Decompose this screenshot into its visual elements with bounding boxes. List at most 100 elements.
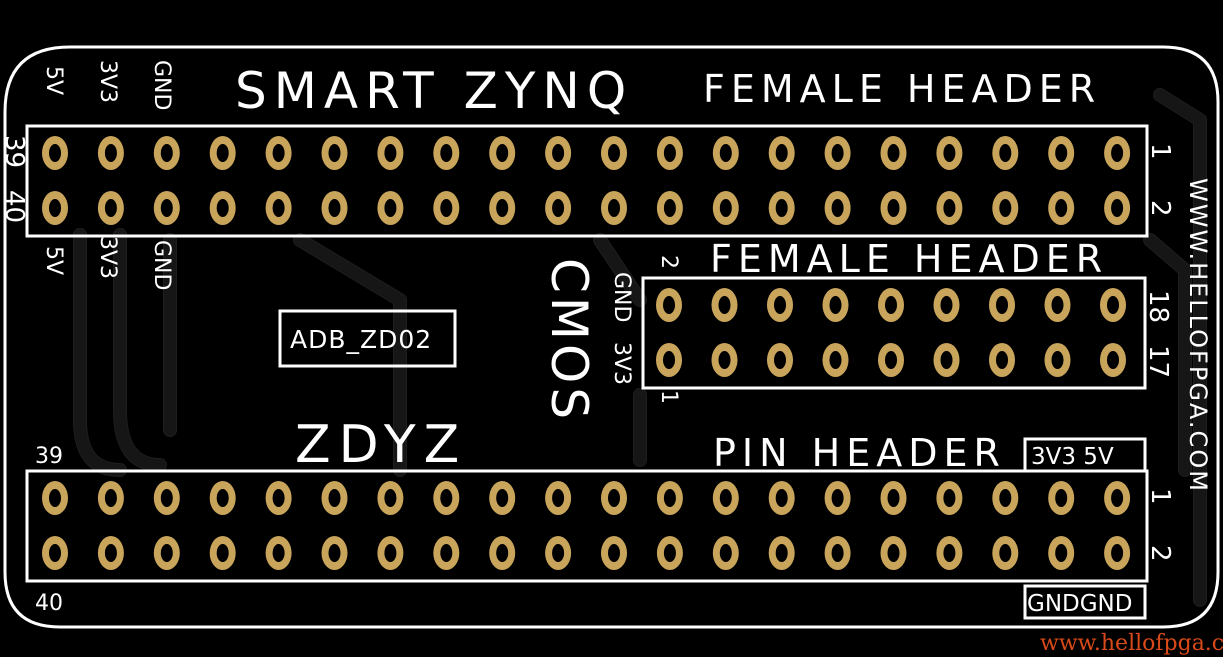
- bottom-pin-2: 2: [1145, 545, 1175, 562]
- bottom-pin-1: 1: [1145, 488, 1175, 505]
- bottom-header-pad: [768, 481, 795, 515]
- bottom-header-pad: [1104, 536, 1131, 570]
- bottom-header-pad: [545, 536, 572, 570]
- top-header-pad: [1048, 136, 1075, 170]
- part-label: ADB_ZD02: [290, 325, 432, 354]
- cmos-header-pad: [656, 343, 682, 377]
- watermark: www.hellofpga.com: [1040, 631, 1223, 656]
- top-header-pad: [265, 136, 292, 170]
- cmos-header-pad: [711, 343, 738, 377]
- top-header-pad: [1104, 191, 1131, 225]
- bottom-header-pad: [601, 536, 627, 570]
- top-header-pad: [42, 136, 68, 170]
- cmos-header-label: FEMALE HEADER: [710, 237, 1108, 281]
- cmos-header-pad: [822, 343, 849, 377]
- top-header-box: [25, 124, 1149, 238]
- top-header-pad: [209, 191, 236, 225]
- board-title: SMART ZYNQ: [235, 62, 633, 120]
- cmos-header-pad: [878, 343, 904, 377]
- bottom-header-pad: [1048, 481, 1075, 515]
- cmos-pin-17: 17: [1143, 345, 1173, 378]
- top-header-pad: [42, 191, 68, 225]
- cmos-header-pad: [1044, 288, 1071, 322]
- top-pin-39: 39: [0, 135, 29, 168]
- top-pin-40: 40: [0, 190, 29, 223]
- bottom-header-label: PIN HEADER: [713, 431, 1006, 475]
- bottom-header-pad: [545, 481, 572, 515]
- bottom-header-pad: [768, 536, 795, 570]
- website-label: WWW.HELLOFPGA.COM: [1184, 178, 1212, 493]
- bottom-header-pad: [97, 536, 124, 570]
- bottom-header-pad: [936, 481, 963, 515]
- bottom-header-pad: [601, 481, 627, 515]
- top-header-pad: [936, 191, 963, 225]
- bottom-power-top-label: 3V3 5V: [1031, 444, 1114, 470]
- bottom-power-3v3: 3V3: [95, 236, 120, 279]
- bottom-header-pad: [153, 536, 180, 570]
- board-outline: [3, 45, 1220, 629]
- cmos-pin-1: 1: [656, 390, 681, 404]
- top-header-pad: [824, 136, 851, 170]
- cmos-header-pad: [1044, 343, 1071, 377]
- cmos-header-pad: [1100, 343, 1126, 377]
- bottom-header-pad: [209, 481, 236, 515]
- top-header-pad: [768, 136, 795, 170]
- cmos-header-pad: [989, 288, 1015, 322]
- bottom-header-pad: [992, 481, 1019, 515]
- bottom-header-pad: [153, 481, 180, 515]
- top-header-pad: [880, 136, 907, 170]
- traces: [73, 88, 1207, 607]
- top-pin-1: 1: [1145, 143, 1175, 160]
- part-box: [278, 309, 457, 368]
- top-header-pad: [1048, 191, 1075, 225]
- cmos-pin-18: 18: [1143, 290, 1173, 323]
- bottom-header-pad: [824, 481, 851, 515]
- bottom-header-pad: [712, 481, 739, 515]
- top-header-pad: [265, 191, 292, 225]
- top-header-pad: [377, 191, 404, 225]
- cmos-header-pad: [933, 343, 960, 377]
- bottom-header-pad: [433, 481, 460, 515]
- bottom-power-bottom-box: [1023, 584, 1147, 620]
- top-header-pad: [433, 136, 460, 170]
- bottom-power-5v: 5V: [41, 246, 66, 275]
- top-header-pad: [433, 191, 460, 225]
- top-header-label: FEMALE HEADER: [703, 67, 1101, 111]
- top-header-pad: [601, 136, 627, 170]
- bottom-header-pad: [42, 481, 68, 515]
- top-header-pads: [42, 136, 1131, 225]
- top-header-pad: [936, 136, 963, 170]
- top-header-pad: [992, 136, 1019, 170]
- top-header-pad: [656, 191, 683, 225]
- cmos-header-pad: [711, 288, 738, 322]
- top-header-pad: [712, 191, 739, 225]
- bottom-header-pad: [377, 481, 404, 515]
- cmos-header-pad: [767, 343, 793, 377]
- top-pin-2: 2: [1145, 200, 1175, 217]
- cmos-power-3v3: 3V3: [609, 342, 634, 385]
- bottom-header-pad: [1104, 481, 1131, 515]
- bottom-header-pads: [42, 481, 1131, 570]
- bottom-header-pad: [265, 481, 292, 515]
- bottom-pin-40: 40: [35, 591, 63, 616]
- bottom-header-pad: [880, 536, 907, 570]
- bottom-header-pad: [489, 481, 516, 515]
- cmos-header-pad: [822, 288, 849, 322]
- top-header-pad: [545, 136, 572, 170]
- top-header-pad: [153, 136, 180, 170]
- bottom-header-pad: [321, 481, 348, 515]
- bottom-header-pad: [880, 481, 907, 515]
- bottom-header-pad: [656, 536, 683, 570]
- top-header-pad: [601, 191, 627, 225]
- top-header-pad: [992, 191, 1019, 225]
- bottom-header-box: [25, 469, 1149, 583]
- bottom-header-pad: [97, 481, 124, 515]
- bottom-header-pad: [489, 536, 516, 570]
- top-header-pad: [656, 136, 683, 170]
- cmos-header-box: [641, 276, 1147, 390]
- bottom-header-pad: [992, 536, 1019, 570]
- top-power-5v: 5V: [41, 66, 66, 95]
- bottom-header-pad: [936, 536, 963, 570]
- top-header-pad: [321, 136, 348, 170]
